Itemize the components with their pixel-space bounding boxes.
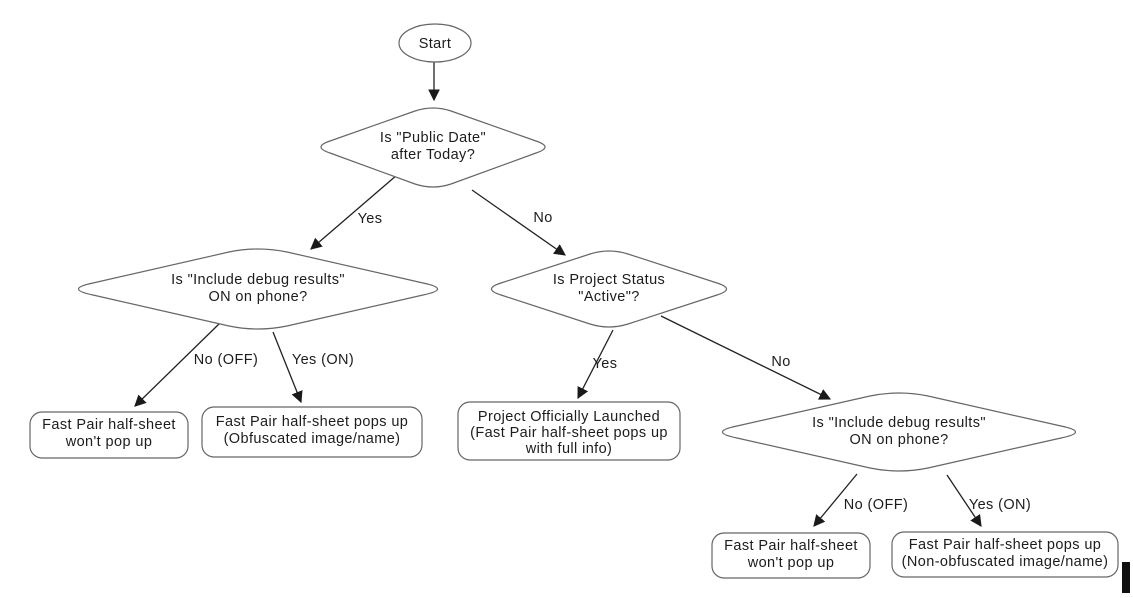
result-box <box>457 401 681 461</box>
decision-label-line1: Is Project Status <box>553 272 665 288</box>
result-label-line2: won't pop up <box>65 434 153 450</box>
result-label-line2: (Obfuscated image/name) <box>224 431 401 447</box>
text-cursor-artifact <box>1122 562 1130 593</box>
result-label-line1: Fast Pair half-sheet pops up <box>909 537 1102 553</box>
result-label-line2: won't pop up <box>747 555 835 571</box>
node-result-non-obfuscated: Fast Pair half-sheet pops up (Non-obfusc… <box>891 531 1119 578</box>
edge-debug-right-yes-on <box>946 474 982 527</box>
result-box <box>891 531 1119 578</box>
decision-diamond <box>721 392 1077 472</box>
node-decision-debug-right: Is "Include debug results" ON on phone? <box>721 392 1077 472</box>
edge-public-date-yes <box>310 174 398 250</box>
edge-label-yes-on: Yes (ON) <box>292 352 354 368</box>
edge-debug-right-no-off <box>813 473 858 527</box>
edge-label-no: No <box>533 210 552 226</box>
edge-public-date-no <box>471 189 566 256</box>
start-label: Start <box>419 36 452 52</box>
node-result-obfuscated: Fast Pair half-sheet pops up (Obfuscated… <box>201 406 423 458</box>
decision-label-line1: Is "Public Date" <box>380 130 486 146</box>
result-box <box>711 532 871 579</box>
decision-label-line1: Is "Include debug results" <box>812 415 986 431</box>
node-decision-project-status: Is Project Status "Active"? <box>490 250 728 328</box>
result-label-line1: Fast Pair half-sheet <box>42 417 176 433</box>
result-label-line3: with full info) <box>525 441 613 457</box>
node-decision-public-date: Is "Public Date" after Today? <box>320 107 546 188</box>
edge-project-status-no <box>660 315 832 400</box>
result-box <box>29 411 189 459</box>
node-result-launched: Project Officially Launched (Fast Pair h… <box>457 401 681 461</box>
edge-label-no-off: No (OFF) <box>194 352 258 368</box>
node-decision-debug-left: Is "Include debug results" ON on phone? <box>77 248 439 330</box>
decision-label-line2: after Today? <box>391 147 475 163</box>
edge-debug-left-yes-on <box>272 331 303 404</box>
edge-label-yes: Yes <box>593 356 618 372</box>
decision-diamond <box>490 250 728 328</box>
edge-debug-left-no-off <box>134 322 221 407</box>
result-box <box>201 406 423 458</box>
result-label-line1: Fast Pair half-sheet <box>724 538 858 554</box>
edge-label-no: No <box>771 354 790 370</box>
node-start: Start <box>398 23 472 63</box>
result-label-line2: (Fast Pair half-sheet pops up <box>470 425 668 441</box>
edge-label-yes: Yes <box>358 211 383 227</box>
result-label-line1: Project Officially Launched <box>478 409 660 425</box>
decision-label-line2: ON on phone? <box>208 289 307 305</box>
result-label-line2: (Non-obfuscated image/name) <box>902 554 1109 570</box>
decision-label-line2: "Active"? <box>578 289 639 305</box>
node-result-no-popup-right: Fast Pair half-sheet won't pop up <box>711 532 871 579</box>
edge-label-no-off: No (OFF) <box>844 497 908 513</box>
decision-label-line2: ON on phone? <box>849 432 948 448</box>
edge-label-yes-on: Yes (ON) <box>969 497 1031 513</box>
start-ellipse <box>398 23 472 63</box>
decision-label-line1: Is "Include debug results" <box>171 272 345 288</box>
decision-diamond <box>77 248 439 330</box>
result-label-line1: Fast Pair half-sheet pops up <box>216 414 409 430</box>
decision-diamond <box>320 107 546 188</box>
edge-project-status-yes <box>577 329 614 400</box>
node-result-no-popup-left: Fast Pair half-sheet won't pop up <box>29 411 189 459</box>
